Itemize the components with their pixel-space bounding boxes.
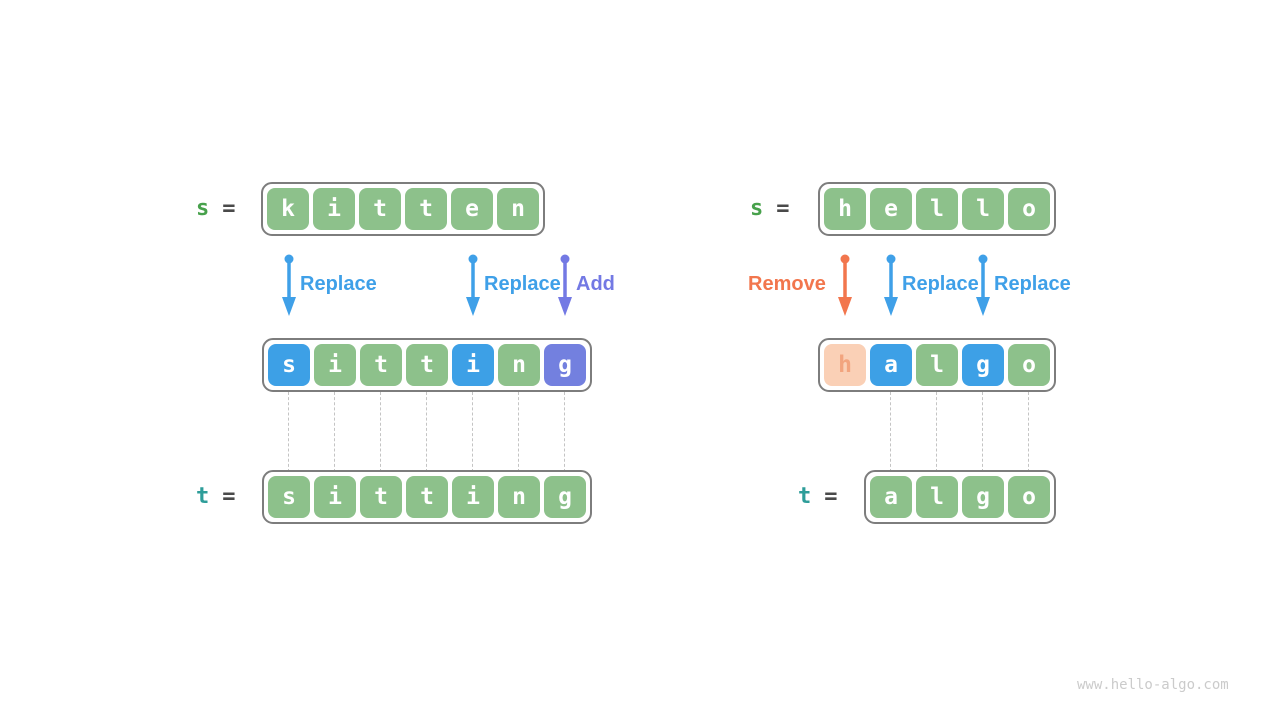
- letter-cell: g: [962, 344, 1004, 386]
- operation-label: Replace: [300, 273, 377, 295]
- letter-cell: e: [870, 188, 912, 230]
- letter-cell: h: [824, 344, 866, 386]
- right-t-label: t =: [798, 484, 838, 510]
- letter-cell: l: [962, 188, 1004, 230]
- connector-line: [518, 392, 519, 472]
- letter-cell: o: [1008, 344, 1050, 386]
- letter-cell: i: [452, 476, 494, 518]
- connector-line: [1028, 392, 1029, 472]
- equals-sign: =: [222, 196, 236, 221]
- letter-cell: a: [870, 344, 912, 386]
- down-arrow-icon: [976, 254, 990, 316]
- letter-cell: t: [406, 344, 448, 386]
- connector-line: [334, 392, 335, 472]
- right-s-label: s =: [750, 196, 790, 222]
- letter-cell: s: [268, 476, 310, 518]
- letter-cell: l: [916, 344, 958, 386]
- connector-line: [564, 392, 565, 472]
- letter-cell: n: [498, 344, 540, 386]
- operation-label: Replace: [902, 273, 979, 295]
- left-target-row: s i t t i n g: [262, 470, 592, 524]
- letter-cell: i: [452, 344, 494, 386]
- variable-t: t: [798, 484, 812, 509]
- letter-cell: g: [544, 344, 586, 386]
- down-arrow-icon: [466, 254, 480, 316]
- right-target-row: a l g o: [864, 470, 1056, 524]
- variable-s: s: [196, 196, 210, 221]
- letter-cell: i: [314, 476, 356, 518]
- connector-line: [890, 392, 891, 472]
- operation-label: Remove: [748, 273, 826, 295]
- letter-cell: n: [497, 188, 539, 230]
- left-transformed-row: s i t t i n g: [262, 338, 592, 392]
- letter-cell: g: [544, 476, 586, 518]
- down-arrow-icon: [558, 254, 572, 316]
- letter-cell: g: [962, 476, 1004, 518]
- letter-cell: k: [267, 188, 309, 230]
- letter-cell: s: [268, 344, 310, 386]
- variable-s: s: [750, 196, 764, 221]
- connector-line: [288, 392, 289, 472]
- letter-cell: t: [359, 188, 401, 230]
- variable-t: t: [196, 484, 210, 509]
- right-source-row: h e l l o: [818, 182, 1056, 236]
- watermark: www.hello-algo.com: [1077, 677, 1229, 693]
- connector-line: [426, 392, 427, 472]
- down-arrow-icon: [282, 254, 296, 316]
- letter-cell: i: [313, 188, 355, 230]
- letter-cell: t: [405, 188, 447, 230]
- operation-label: Add: [576, 273, 615, 295]
- down-arrow-icon: [838, 254, 852, 316]
- letter-cell: t: [360, 476, 402, 518]
- connector-line: [982, 392, 983, 472]
- down-arrow-icon: [884, 254, 898, 316]
- equals-sign: =: [824, 484, 838, 509]
- letter-cell: i: [314, 344, 356, 386]
- connector-line: [380, 392, 381, 472]
- letter-cell: l: [916, 188, 958, 230]
- right-transformed-row: h a l g o: [818, 338, 1056, 392]
- equals-sign: =: [222, 484, 236, 509]
- letter-cell: l: [916, 476, 958, 518]
- left-s-label: s =: [196, 196, 236, 222]
- left-source-row: k i t t e n: [261, 182, 545, 236]
- connector-line: [936, 392, 937, 472]
- letter-cell: e: [451, 188, 493, 230]
- letter-cell: a: [870, 476, 912, 518]
- operation-label: Replace: [484, 273, 561, 295]
- operation-label: Replace: [994, 273, 1071, 295]
- letter-cell: n: [498, 476, 540, 518]
- letter-cell: o: [1008, 476, 1050, 518]
- left-t-label: t =: [196, 484, 236, 510]
- letter-cell: t: [406, 476, 448, 518]
- letter-cell: h: [824, 188, 866, 230]
- letter-cell: t: [360, 344, 402, 386]
- connector-line: [472, 392, 473, 472]
- equals-sign: =: [776, 196, 790, 221]
- letter-cell: o: [1008, 188, 1050, 230]
